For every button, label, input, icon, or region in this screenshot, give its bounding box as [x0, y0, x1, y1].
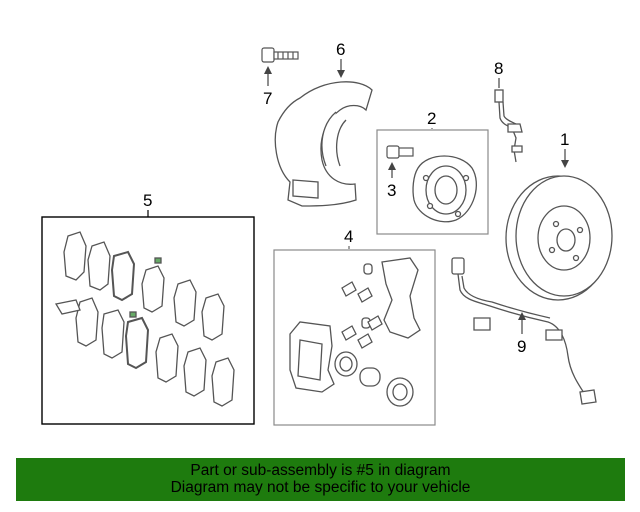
callout-4: 4 — [344, 227, 353, 246]
callout-8: 8 — [494, 59, 503, 78]
hub-box — [376, 129, 489, 235]
brake-rotor — [505, 175, 613, 301]
callout-9: 9 — [517, 337, 526, 356]
callout-3: 3 — [387, 181, 396, 200]
caliper-box — [273, 249, 436, 426]
dust-shield — [274, 81, 373, 207]
parts-diagram: 6 7 2 3 8 1 — [41, 40, 613, 426]
callout-7: 7 — [263, 89, 272, 108]
caliper-assembly — [289, 257, 421, 407]
banner-line-2: Diagram may not be specific to your vehi… — [170, 479, 471, 496]
banner-line-1: Part or sub-assembly is #5 in diagram — [190, 462, 451, 479]
callout-5: 5 — [143, 191, 152, 210]
brake-pads-and-shims — [54, 231, 235, 407]
pad-kit-box — [41, 216, 255, 425]
info-banner: Part or sub-assembly is #5 in diagram Di… — [16, 458, 625, 501]
brake-hose — [494, 89, 523, 163]
callout-2: 2 — [427, 109, 436, 128]
hub-assembly — [412, 155, 477, 223]
bolt-3 — [386, 145, 414, 159]
callout-6: 6 — [336, 40, 345, 59]
callout-1: 1 — [560, 130, 569, 149]
abs-sensor — [451, 257, 597, 405]
bolt-7 — [261, 47, 299, 63]
